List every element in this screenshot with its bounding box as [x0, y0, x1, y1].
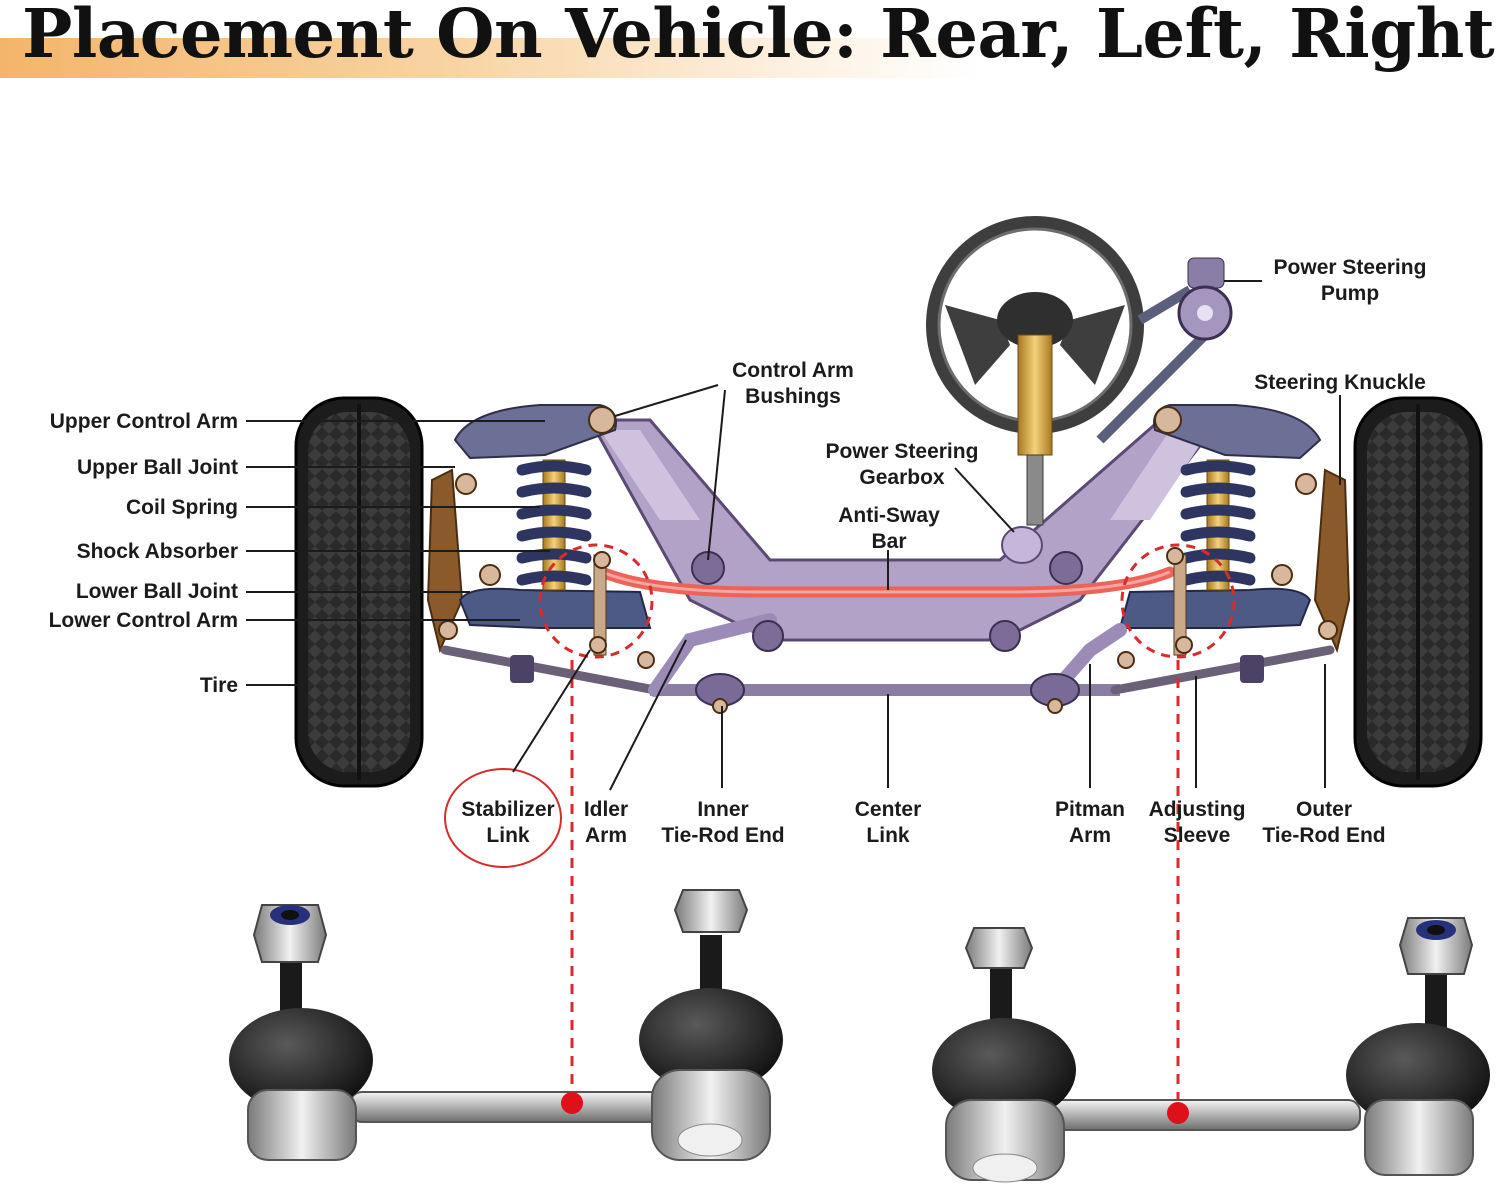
- right-coil-spring: [1180, 459, 1256, 591]
- label-power-steering-pump-2: Pump: [1321, 282, 1379, 305]
- bushing-bolts: [438, 406, 1338, 714]
- right-stabilizer-link-product: [932, 917, 1490, 1183]
- label-inner-tie-rod-end-1: Inner: [697, 798, 748, 821]
- label-pitman-arm-2: Arm: [1069, 824, 1111, 847]
- label-idler-arm-1: Idler: [584, 798, 628, 821]
- label-stabilizer-link-1: Stabilizer: [461, 798, 554, 821]
- label-outer-tie-rod-end-1: Outer: [1296, 798, 1352, 821]
- label-tire: Tire: [200, 674, 238, 697]
- label-inner-tie-rod-end-2: Tie-Rod End: [661, 824, 784, 847]
- label-upper-ball-joint: Upper Ball Joint: [77, 456, 238, 479]
- label-outer-tie-rod-end-2: Tie-Rod End: [1262, 824, 1385, 847]
- left-lower-control-arm: [458, 587, 652, 629]
- right-upper-control-arm: [1153, 404, 1322, 460]
- label-idler-arm-2: Arm: [585, 824, 627, 847]
- label-lower-ball-joint: Lower Ball Joint: [76, 580, 238, 603]
- label-coil-spring: Coil Spring: [126, 496, 238, 519]
- label-lower-control-arm: Lower Control Arm: [49, 609, 238, 632]
- label-power-steering-gearbox-2: Gearbox: [859, 466, 945, 489]
- label-adjusting-sleeve-2: Sleeve: [1164, 824, 1231, 847]
- leader-lines: [246, 280, 1341, 791]
- red-callouts: [444, 543, 1236, 1108]
- left-coil-spring: [516, 459, 592, 591]
- power-steering-gearbox: [1001, 526, 1043, 564]
- label-center-link-2: Link: [866, 824, 909, 847]
- frame-mounts: [691, 551, 1083, 652]
- label-upper-control-arm: Upper Control Arm: [50, 410, 238, 433]
- right-lower-control-arm: [1118, 587, 1312, 629]
- page-title: Placement On Vehicle: Rear, Left, Right: [22, 0, 1495, 73]
- label-control-arm-bushings-2: Bushings: [745, 385, 841, 408]
- label-steering-knuckle: Steering Knuckle: [1254, 371, 1426, 394]
- title-banner: [0, 38, 980, 78]
- label-anti-sway-bar-2: Bar: [871, 530, 906, 553]
- label-shock-absorber: Shock Absorber: [77, 540, 238, 563]
- label-control-arm-bushings-1: Control Arm: [732, 359, 854, 382]
- left-upper-control-arm: [453, 404, 617, 460]
- label-center-link-1: Center: [855, 798, 922, 821]
- label-power-steering-gearbox-1: Power Steering: [826, 440, 979, 463]
- right-tire: [1353, 396, 1483, 788]
- idler-and-pitman-arms: [648, 613, 1127, 707]
- left-stabilizer-link-product: [229, 889, 783, 1161]
- tie-rods: [440, 645, 1335, 695]
- label-stabilizer-link-2: Link: [486, 824, 529, 847]
- power-steering-pump: [1096, 257, 1233, 444]
- label-anti-sway-bar-1: Anti-Sway: [838, 504, 940, 527]
- adjusting-sleeves: [510, 655, 1264, 683]
- label-pitman-arm-1: Pitman: [1055, 798, 1125, 821]
- steering-column: [1017, 334, 1053, 526]
- label-power-steering-pump-1: Power Steering: [1274, 256, 1427, 279]
- label-adjusting-sleeve-1: Adjusting: [1149, 798, 1246, 821]
